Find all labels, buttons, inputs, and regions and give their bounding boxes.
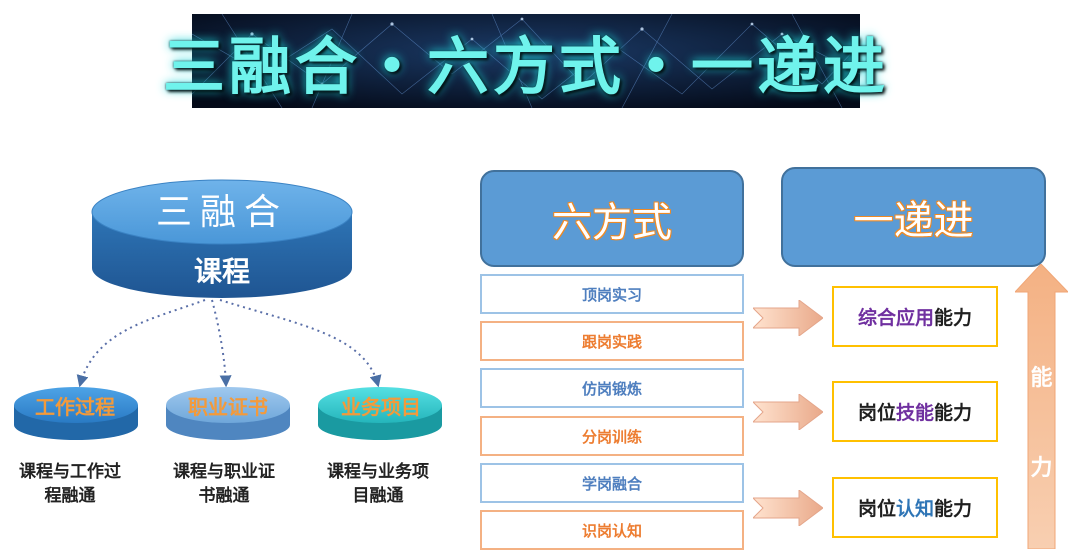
ability-suffix: 能力 bbox=[934, 498, 973, 520]
ability-prefix: 岗位 bbox=[857, 402, 896, 424]
method-item: 仿岗锻炼 bbox=[480, 368, 744, 408]
axis-char: 能 bbox=[1030, 366, 1053, 391]
connector-lines bbox=[76, 299, 382, 388]
up-arrow-icon bbox=[1015, 264, 1068, 549]
caption-business-project: 课程与业务项 目融通 bbox=[316, 460, 440, 508]
method-item: 顶岗实习 bbox=[480, 274, 744, 314]
caption-work-process: 课程与工作过 程融通 bbox=[8, 460, 132, 508]
title-banner bbox=[192, 14, 860, 108]
caption-line: 程融通 bbox=[44, 486, 96, 506]
method-item: 跟岗实践 bbox=[480, 321, 744, 361]
caption-line: 书融通 bbox=[198, 486, 250, 506]
ability-suffix: 能力 bbox=[934, 402, 973, 424]
ability-suffix: 能力 bbox=[934, 307, 973, 329]
ability-highlight: 技能 bbox=[895, 402, 934, 424]
right-arrow-icon bbox=[753, 300, 823, 336]
ability-skill: 岗位技能能力 bbox=[832, 381, 998, 442]
fusion-title: 三融合 bbox=[155, 192, 288, 233]
progression-header: 一递进 bbox=[781, 167, 1046, 267]
caption-line: 课程与工作过 bbox=[19, 462, 121, 482]
caption-line: 课程与职业证 bbox=[173, 462, 275, 482]
axis-char: 力 bbox=[1030, 456, 1053, 481]
right-arrow-icon bbox=[753, 394, 823, 430]
disc-label-business-project: 业务项目 bbox=[341, 394, 421, 419]
method-item: 学岗融合 bbox=[480, 463, 744, 503]
methods-header: 六方式 bbox=[480, 170, 744, 267]
method-item: 分岗训练 bbox=[480, 416, 744, 456]
ability-highlight: 认知 bbox=[895, 498, 934, 520]
caption-line: 课程与业务项 bbox=[327, 462, 429, 482]
ability-highlight: 综合应用 bbox=[857, 307, 934, 329]
disc-label-vocational-cert: 职业证书 bbox=[188, 394, 268, 419]
caption-line: 目融通 bbox=[352, 486, 404, 506]
page-title: 三融合・六方式・一递进 bbox=[163, 30, 890, 103]
fusion-subtitle: 课程 bbox=[193, 255, 250, 288]
method-item: 识岗认知 bbox=[480, 510, 744, 550]
right-arrow-icon bbox=[753, 490, 823, 526]
ability-cognition: 岗位认知能力 bbox=[832, 477, 998, 538]
ability-comprehensive: 综合应用能力 bbox=[832, 286, 998, 347]
caption-vocational-cert: 课程与职业证 书融通 bbox=[162, 460, 286, 508]
ability-prefix: 岗位 bbox=[857, 498, 896, 520]
disc-label-work-process: 工作过程 bbox=[35, 394, 115, 419]
